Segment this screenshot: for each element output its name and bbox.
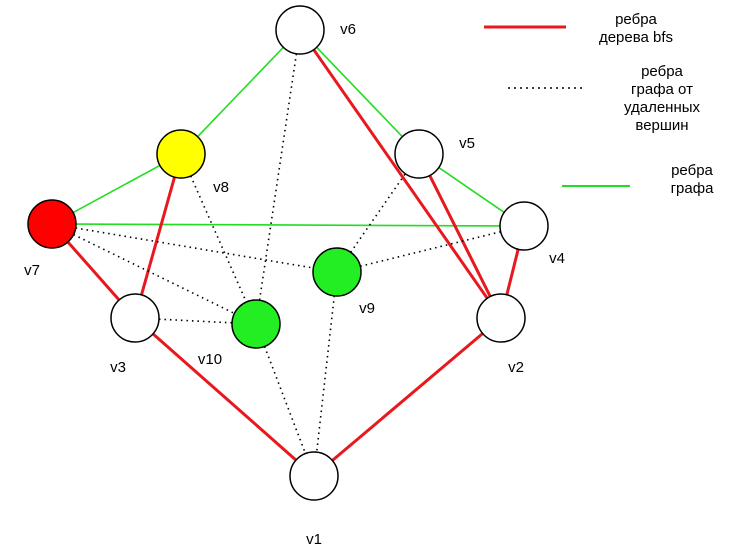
node-v5 — [394, 129, 444, 179]
node-label-v2: v2 — [508, 359, 524, 376]
legend-tree-edges-label: ребра дерева bfs — [596, 11, 676, 47]
edge-tree-v6-v2 — [312, 48, 489, 300]
edge-graph-v5-v4 — [438, 166, 505, 214]
node-v4 — [499, 201, 549, 251]
legend-removed-edges-label: ребра графа от удаленных вершин — [612, 63, 712, 135]
node-label-v5: v5 — [459, 135, 475, 152]
legend-removed-line-2: графа от — [631, 81, 693, 98]
node-label-v3: v3 — [110, 359, 126, 376]
node-v6 — [275, 5, 325, 55]
legend-tree-line-1: ребра — [615, 11, 657, 28]
edge-graph-v7-v4 — [75, 223, 501, 227]
edge-tree-v1-v3 — [152, 332, 297, 462]
legend-removed-line-3: удаленных — [623, 99, 701, 116]
edge-removed-v6-v10 — [258, 53, 298, 301]
node-label-v7: v7 — [24, 262, 40, 279]
edge-tree-v4-v2 — [505, 248, 520, 296]
node-v3 — [110, 293, 160, 343]
node-v2 — [476, 293, 526, 343]
edge-removed-v3-v10 — [158, 318, 233, 324]
node-label-v9: v9 — [359, 300, 375, 317]
edge-removed-v9-v5 — [350, 173, 406, 253]
edge-graph-v6-v5 — [316, 46, 403, 138]
legend-graph-line-2: графа — [670, 180, 714, 197]
node-v10 — [231, 299, 281, 349]
node-v9 — [312, 247, 362, 297]
nodes-layer: v1 v2 v3 v4 v5 v6 v7 v8 v9 v10 — [24, 5, 565, 548]
legend-graph-line-1: ребра — [671, 162, 713, 179]
edge-removed-v9-v4 — [360, 230, 501, 268]
edge-tree-v5-v2 — [428, 174, 492, 298]
legend-removed-line-4: вершин — [635, 117, 689, 134]
edge-removed-v8-v10 — [189, 175, 248, 303]
node-v1 — [289, 451, 339, 501]
edge-removed-v7-v10 — [73, 233, 235, 315]
node-label-v10: v10 — [198, 351, 222, 368]
edge-removed-v9-v1 — [315, 295, 336, 453]
edge-graph-v8-v7 — [72, 164, 161, 214]
edge-removed-v7-v9 — [75, 227, 314, 269]
node-label-v1: v1 — [306, 531, 322, 548]
edges-layer — [66, 46, 520, 462]
node-label-v4: v4 — [549, 250, 565, 267]
node-label-v6: v6 — [340, 21, 356, 38]
legend-graph-edges-label: ребра графа — [662, 162, 722, 198]
edge-tree-v3-v7 — [66, 240, 121, 302]
edge-tree-v2-v1 — [331, 332, 484, 462]
node-v8 — [156, 129, 206, 179]
edge-graph-v6-v8 — [197, 46, 284, 138]
legend — [484, 25, 630, 187]
edge-tree-v3-v8 — [140, 176, 176, 296]
node-v7 — [27, 199, 77, 249]
legend-tree-line-2: дерева bfs — [598, 29, 674, 46]
legend-removed-line-1: ребра — [641, 63, 683, 80]
node-label-v8: v8 — [213, 179, 229, 196]
